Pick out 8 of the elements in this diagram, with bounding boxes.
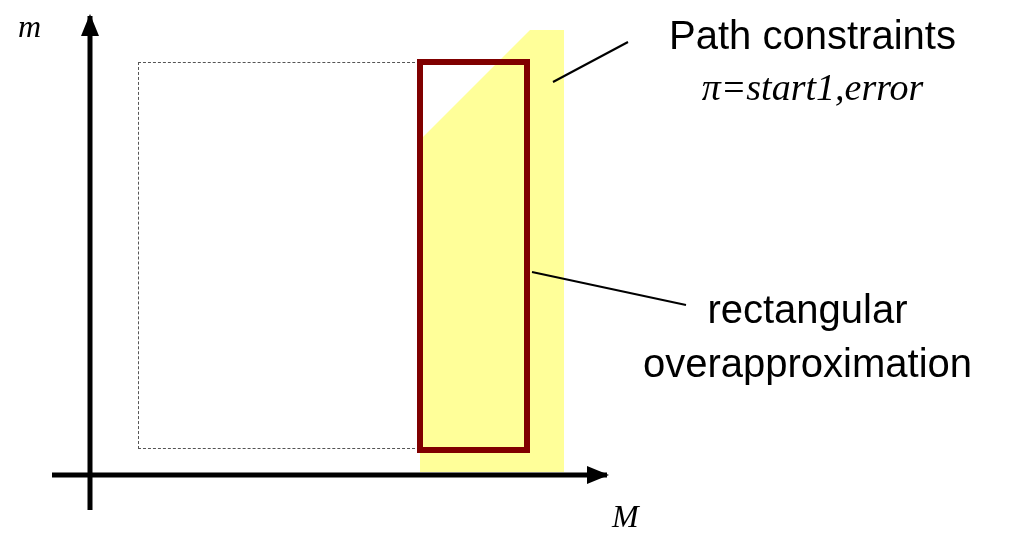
formula-text: π=start1,error <box>701 65 924 110</box>
axis-label: M <box>612 500 639 532</box>
leader-line <box>552 41 629 83</box>
axis-label: m <box>18 10 42 42</box>
constraint-region <box>420 30 564 472</box>
annotation-text: rectangular overapproximation <box>641 286 974 387</box>
annotation-text: Path constraints <box>669 12 956 59</box>
leader-line <box>531 271 687 306</box>
